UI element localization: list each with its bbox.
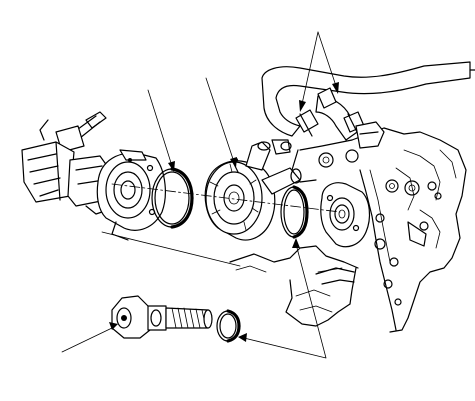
alignment-axis-line: [111, 183, 341, 213]
o-ring-large: [151, 167, 194, 229]
adapter-housing: [96, 149, 166, 241]
wiring-harness-connector: [21, 111, 111, 215]
block-mounting-flange: [320, 182, 371, 248]
callout-lines: [61, 31, 343, 359]
o-ring-thick: [280, 185, 309, 239]
sealing-washer: [216, 309, 241, 343]
coolant-hoses: [261, 61, 475, 149]
hollow-bolt: [111, 295, 213, 339]
oil-cooler: [204, 139, 302, 241]
engine-block: [229, 127, 467, 333]
